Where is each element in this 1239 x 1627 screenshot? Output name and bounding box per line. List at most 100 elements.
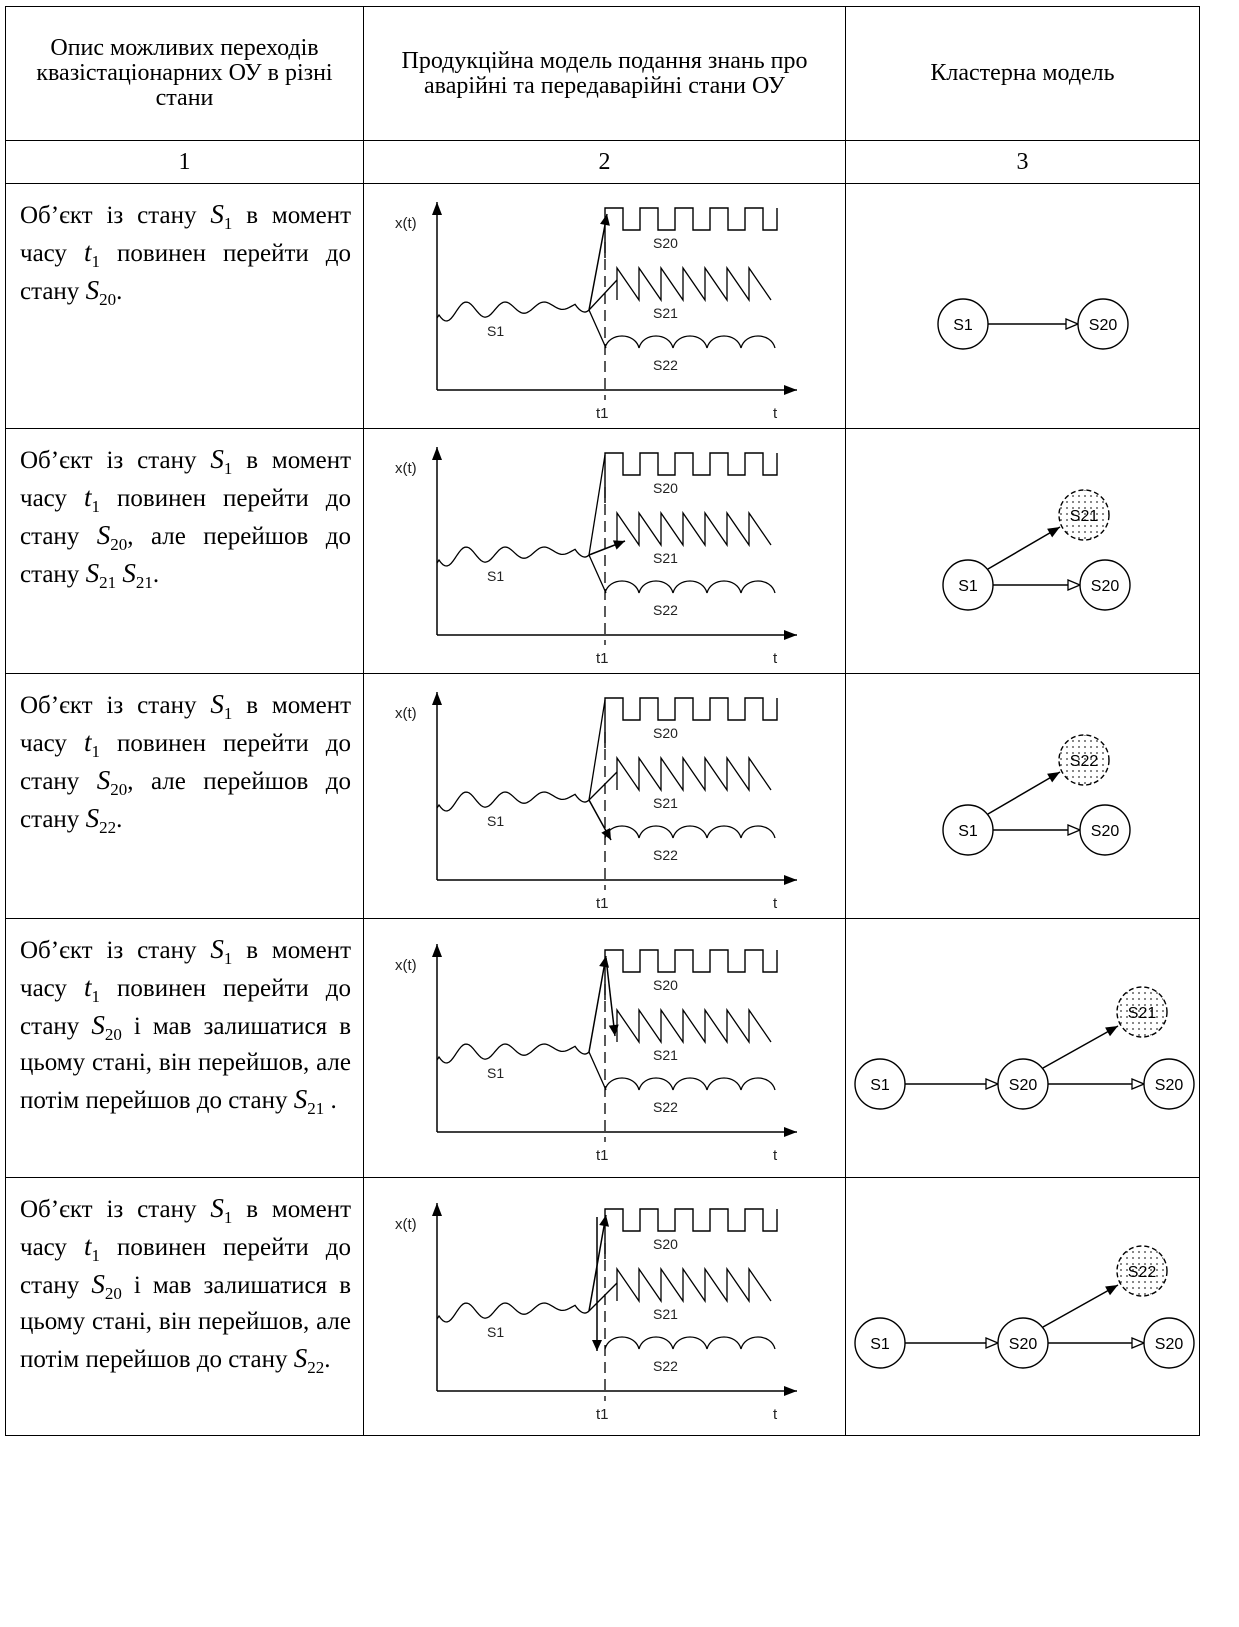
transition-description-cell: Об’єкт із стану S1 в мо­мент часу t1 пов… <box>5 428 364 674</box>
series-s20-line <box>603 697 778 748</box>
series-s22-label: S22 <box>653 1358 678 1374</box>
state-node-s20: S20 <box>1078 559 1131 611</box>
series-s21-label: S21 <box>653 1047 678 1063</box>
y-axis-head <box>431 692 442 705</box>
series-s20-line <box>603 1207 778 1259</box>
state-node-label: S20 <box>1090 823 1119 840</box>
transition-description: Об’єкт із стану S1 в мо­мент часу t1 пов… <box>20 934 352 1118</box>
series-s22-label: S22 <box>653 602 678 618</box>
series-s21-label: S21 <box>653 1306 678 1322</box>
series-s1-label: S1 <box>487 568 504 584</box>
edge-s1-s21-head <box>1046 527 1060 538</box>
transition-description: Об’єкт із стану S1 в мо­мент часу t1 пов… <box>20 199 352 309</box>
state-node-s1: S1 <box>853 1316 906 1369</box>
y-axis-head <box>431 202 442 215</box>
branch-line-s21 <box>588 771 617 801</box>
transition-arrow-s20-to-s21-head <box>608 1024 619 1036</box>
transition-description-cell: Об’єкт із стану S1 в мо­мент часу t1 пов… <box>5 673 364 919</box>
branch-line-s21 <box>588 1282 617 1311</box>
series-s1-label: S1 <box>487 1324 504 1340</box>
y-axis-label: x(t) <box>395 705 417 722</box>
series-s1-line <box>435 1301 589 1323</box>
y-axis-label: x(t) <box>395 460 417 477</box>
edge-s20-s20-head <box>1130 1078 1146 1090</box>
state-node-s20: S20 <box>996 1058 1049 1110</box>
state-node-s1: S1 <box>936 298 989 350</box>
y-axis-head <box>431 944 442 957</box>
series-s21-line <box>615 1266 772 1303</box>
column-number-row: 1 2 3 <box>5 140 1200 184</box>
edge-s1-s20-head <box>1064 318 1080 330</box>
edge-s1-s21 <box>987 526 1060 570</box>
transition-row: Об’єкт із стану S1 в мо­мент часу t1 пов… <box>5 673 1200 919</box>
state-node-s20: S20 <box>1142 1058 1195 1110</box>
series-s1-label: S1 <box>487 323 504 339</box>
series-s21-line <box>615 755 772 793</box>
t1-label: t1 <box>596 1406 609 1423</box>
x-axis-label: t <box>773 895 778 912</box>
state-node-label: S21 <box>1069 508 1098 525</box>
series-s22-line <box>603 335 776 349</box>
y-axis-label: x(t) <box>395 1216 417 1233</box>
transition-row: Об’єкт із стану S1 в мо­мент часу t1 пов… <box>5 918 1200 1178</box>
y-axis-label: x(t) <box>395 957 417 974</box>
state-node-s20: S20 <box>1078 804 1131 856</box>
series-s20-label: S20 <box>653 480 678 496</box>
transition-description: Об’єкт із стану S1 в мо­мент часу t1 пов… <box>20 1193 352 1377</box>
x-axis-label: t <box>773 1147 778 1164</box>
x-axis-head <box>783 1385 797 1396</box>
cluster-model-cell: S1 S20 <box>845 183 1200 429</box>
t1-label: t1 <box>596 650 609 667</box>
transition-arrow-s20-to-s21 <box>604 957 616 1037</box>
series-s21-label: S21 <box>653 305 678 321</box>
branch-line-s22 <box>587 1051 607 1091</box>
series-s1-line <box>435 791 589 812</box>
transition-row: Об’єкт із стану S1 в мо­мент часу t1 пов… <box>5 183 1200 429</box>
column-number-3: 3 <box>845 140 1200 184</box>
series-s21-line <box>615 265 772 303</box>
cluster-graph: S1 S20 <box>936 298 1129 350</box>
state-node-label: S20 <box>1088 317 1117 334</box>
x-axis-label: t <box>773 405 778 422</box>
series-s22-line <box>603 1335 776 1349</box>
state-node-s22: S22 <box>1115 1244 1168 1297</box>
state-node-label: S1 <box>953 317 973 334</box>
series-s22-line <box>603 580 776 594</box>
edge-s1-s20-head <box>1066 579 1082 591</box>
series-s1-label: S1 <box>487 1065 504 1081</box>
x-axis-head <box>783 630 797 640</box>
series-s21-line <box>615 1007 772 1045</box>
state-node-s1: S1 <box>941 559 994 611</box>
series-s20-line <box>603 207 778 258</box>
series-s22-label: S22 <box>653 357 678 373</box>
x-axis-head <box>783 875 797 885</box>
state-node-s22: S22 <box>1057 734 1110 786</box>
header-col-production-model: Продукційна модель подання знань про ава… <box>363 6 846 141</box>
t1-label: t1 <box>596 895 609 912</box>
column-number-1: 1 <box>5 140 364 184</box>
series-s1-line <box>435 546 589 567</box>
transition-arrow-s20-to-s22-head <box>591 1339 602 1351</box>
edge-s1-s20-head <box>984 1336 1000 1349</box>
x-axis-head <box>783 385 797 395</box>
series-s22-label: S22 <box>653 1099 678 1115</box>
state-node-label: S20 <box>1008 1077 1037 1094</box>
edge-s1-s22-head <box>1046 772 1060 783</box>
transition-arrow-s20-head <box>598 1214 609 1227</box>
branch-line-s20 <box>587 454 606 556</box>
series-s20-line <box>603 452 778 503</box>
